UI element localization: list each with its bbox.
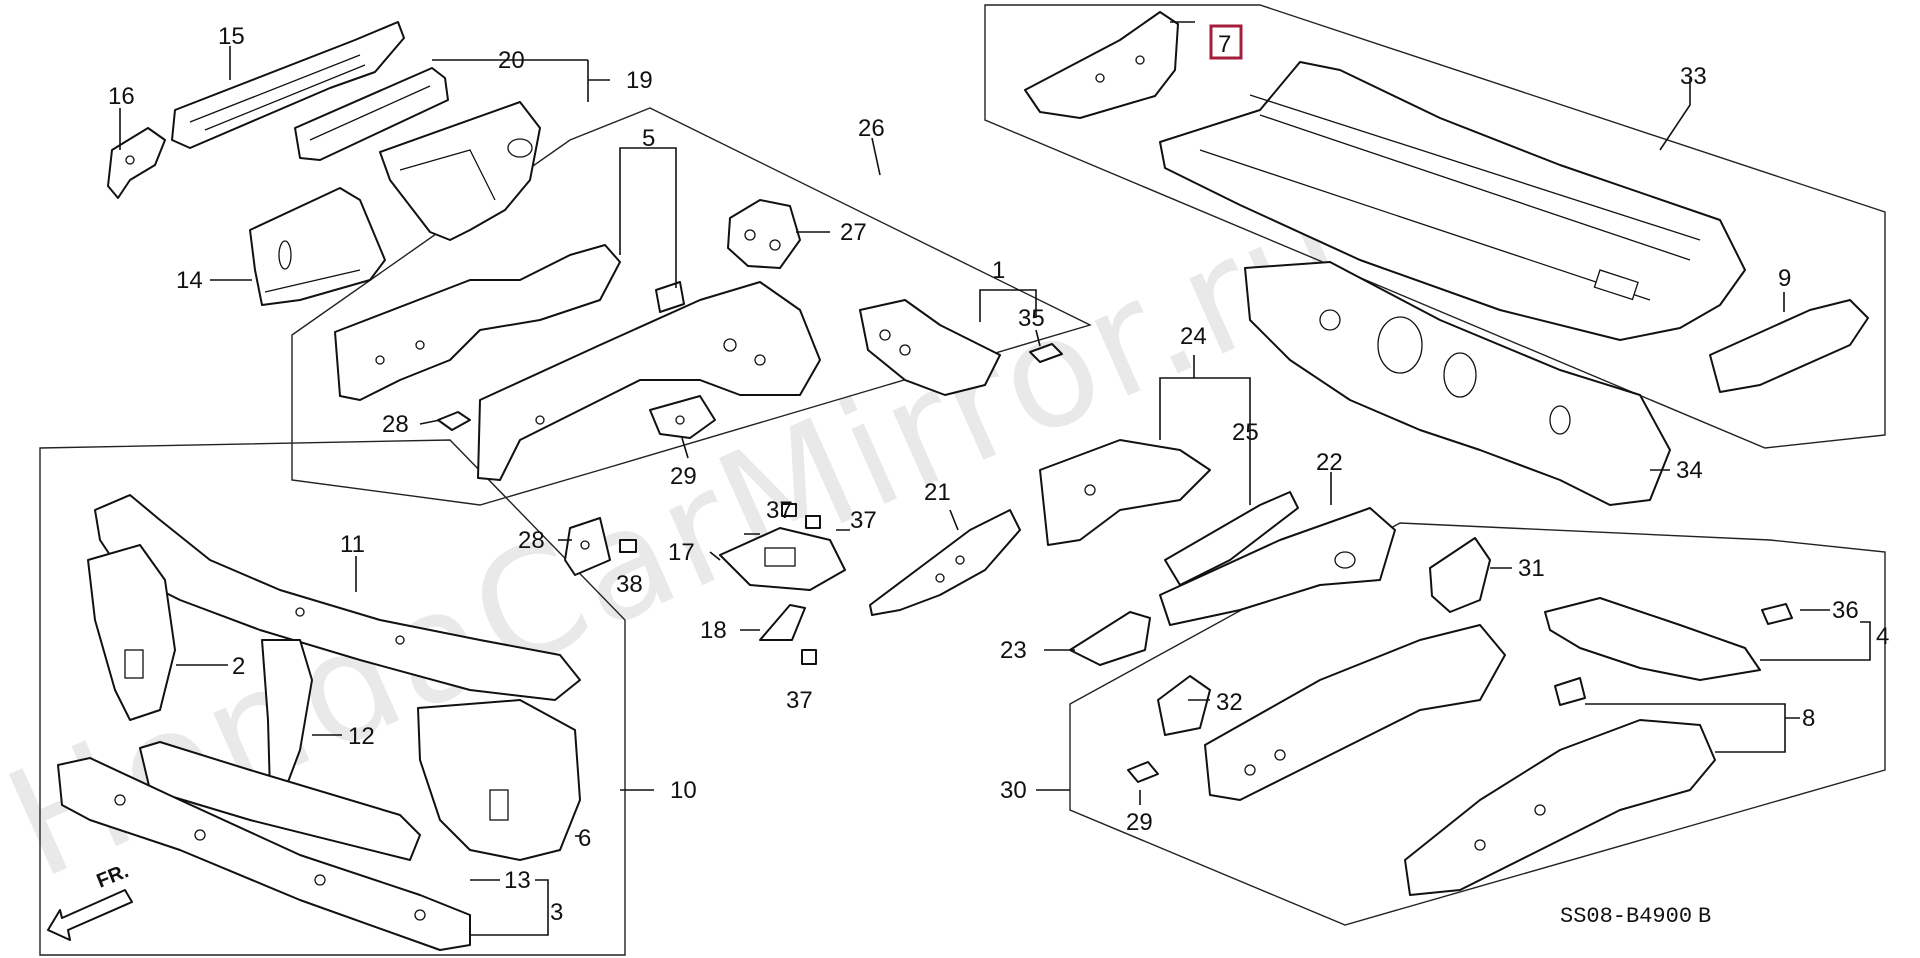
callout-23: 23 bbox=[1000, 637, 1027, 664]
callout-7: 7 bbox=[1218, 31, 1231, 58]
callout-8: 8 bbox=[1802, 705, 1815, 732]
part-13 bbox=[139, 741, 421, 861]
part-36a bbox=[1029, 343, 1063, 363]
callout-35: 34 bbox=[1676, 457, 1703, 484]
callout-12: 12 bbox=[348, 723, 375, 750]
part-3 bbox=[57, 757, 471, 951]
part-35 bbox=[1244, 261, 1671, 506]
callout-28: 28 bbox=[518, 527, 545, 554]
part-21 bbox=[869, 509, 1021, 616]
callout-5: 5 bbox=[642, 125, 655, 152]
callout-9: 9 bbox=[1778, 265, 1791, 292]
part-14 bbox=[249, 187, 386, 306]
part-31a bbox=[1204, 624, 1506, 801]
callout-18: 18 bbox=[700, 617, 727, 644]
callout-13: 13 bbox=[504, 867, 531, 894]
diagram-code-suffix: B bbox=[1698, 904, 1711, 929]
callout-15: 15 bbox=[218, 23, 245, 50]
part-1 bbox=[859, 299, 1001, 396]
callout-24: 24 bbox=[1180, 323, 1207, 350]
part-30 bbox=[649, 395, 716, 439]
part-29a bbox=[437, 411, 471, 431]
callout-4: 4 bbox=[1876, 623, 1889, 650]
part-15 bbox=[171, 21, 405, 149]
part-28 bbox=[564, 517, 611, 576]
callout-25: 25 bbox=[1232, 419, 1259, 446]
part-26a bbox=[334, 244, 621, 401]
part-24 bbox=[1039, 439, 1211, 546]
part-23 bbox=[1069, 611, 1151, 666]
callout-29-top: 28 bbox=[382, 411, 409, 438]
part-19 bbox=[379, 101, 541, 241]
part-6 bbox=[417, 699, 581, 861]
part-32 bbox=[1429, 537, 1491, 613]
callout-36-right: 36 bbox=[1832, 597, 1859, 624]
group-26-outline bbox=[291, 107, 1092, 506]
callout-19: 19 bbox=[626, 67, 653, 94]
bolt-38 bbox=[619, 539, 637, 553]
part-8a bbox=[1554, 677, 1586, 706]
callout-11: 11 bbox=[340, 531, 365, 558]
bolt-37a bbox=[781, 503, 797, 517]
callout-21: 21 bbox=[924, 479, 951, 506]
callout-14: 14 bbox=[176, 267, 203, 294]
callout-26: 26 bbox=[858, 115, 885, 142]
part-26b bbox=[477, 281, 821, 481]
callout-37-c: 37 bbox=[786, 687, 813, 714]
callouts: 15 16 20 19 14 5 26 27 1 35 28 29 7 33 9… bbox=[108, 23, 1889, 926]
callout-33: 32 bbox=[1216, 689, 1243, 716]
callout-31: 30 bbox=[1000, 777, 1027, 804]
part-12 bbox=[261, 639, 313, 793]
callout-37-b: 37 bbox=[850, 507, 877, 534]
part-22 bbox=[1159, 507, 1396, 626]
part-33 bbox=[1157, 675, 1211, 736]
part-4 bbox=[1544, 597, 1761, 681]
callout-1: 1 bbox=[992, 257, 1005, 284]
part-27 bbox=[727, 199, 801, 269]
callout-37-a: 37 bbox=[766, 497, 793, 524]
part-18 bbox=[759, 604, 806, 641]
callout-27: 27 bbox=[840, 219, 867, 246]
part-34 bbox=[1159, 61, 1746, 341]
group-10-outline bbox=[39, 439, 626, 956]
part-8b bbox=[1404, 719, 1716, 896]
part-7 bbox=[1024, 11, 1179, 119]
callout-3: 3 bbox=[550, 899, 563, 926]
part-20 bbox=[294, 67, 449, 161]
callout-34: 33 bbox=[1680, 63, 1707, 90]
leader-lines bbox=[119, 21, 1871, 936]
part-2 bbox=[87, 544, 176, 721]
callout-6: 6 bbox=[578, 825, 591, 852]
part-9 bbox=[1709, 299, 1869, 393]
bolt-37c bbox=[801, 649, 817, 665]
callout-16: 16 bbox=[108, 83, 135, 110]
callout-2: 2 bbox=[232, 653, 245, 680]
group-31-outline bbox=[1069, 522, 1886, 926]
callout-29-bottom: 29 bbox=[1126, 809, 1153, 836]
callout-32: 31 bbox=[1518, 555, 1545, 582]
callout-17: 17 bbox=[668, 539, 695, 566]
part-36b bbox=[1761, 603, 1793, 625]
part-29b bbox=[1127, 761, 1159, 783]
group-34-outline bbox=[984, 4, 1886, 449]
part-17 bbox=[719, 527, 846, 591]
callout-36-top: 35 bbox=[1018, 305, 1045, 332]
bolt-37b bbox=[805, 515, 821, 529]
callout-38: 38 bbox=[616, 571, 643, 598]
part-16 bbox=[107, 127, 166, 199]
diagram-code-main: SS08-B4900 bbox=[1560, 904, 1692, 929]
callout-10: 10 bbox=[670, 777, 697, 804]
part-5 bbox=[655, 281, 685, 313]
callout-22: 22 bbox=[1316, 449, 1343, 476]
callout-20: 20 bbox=[498, 47, 525, 74]
highlight-part-7 bbox=[1209, 24, 1243, 60]
callout-30: 29 bbox=[670, 463, 697, 490]
